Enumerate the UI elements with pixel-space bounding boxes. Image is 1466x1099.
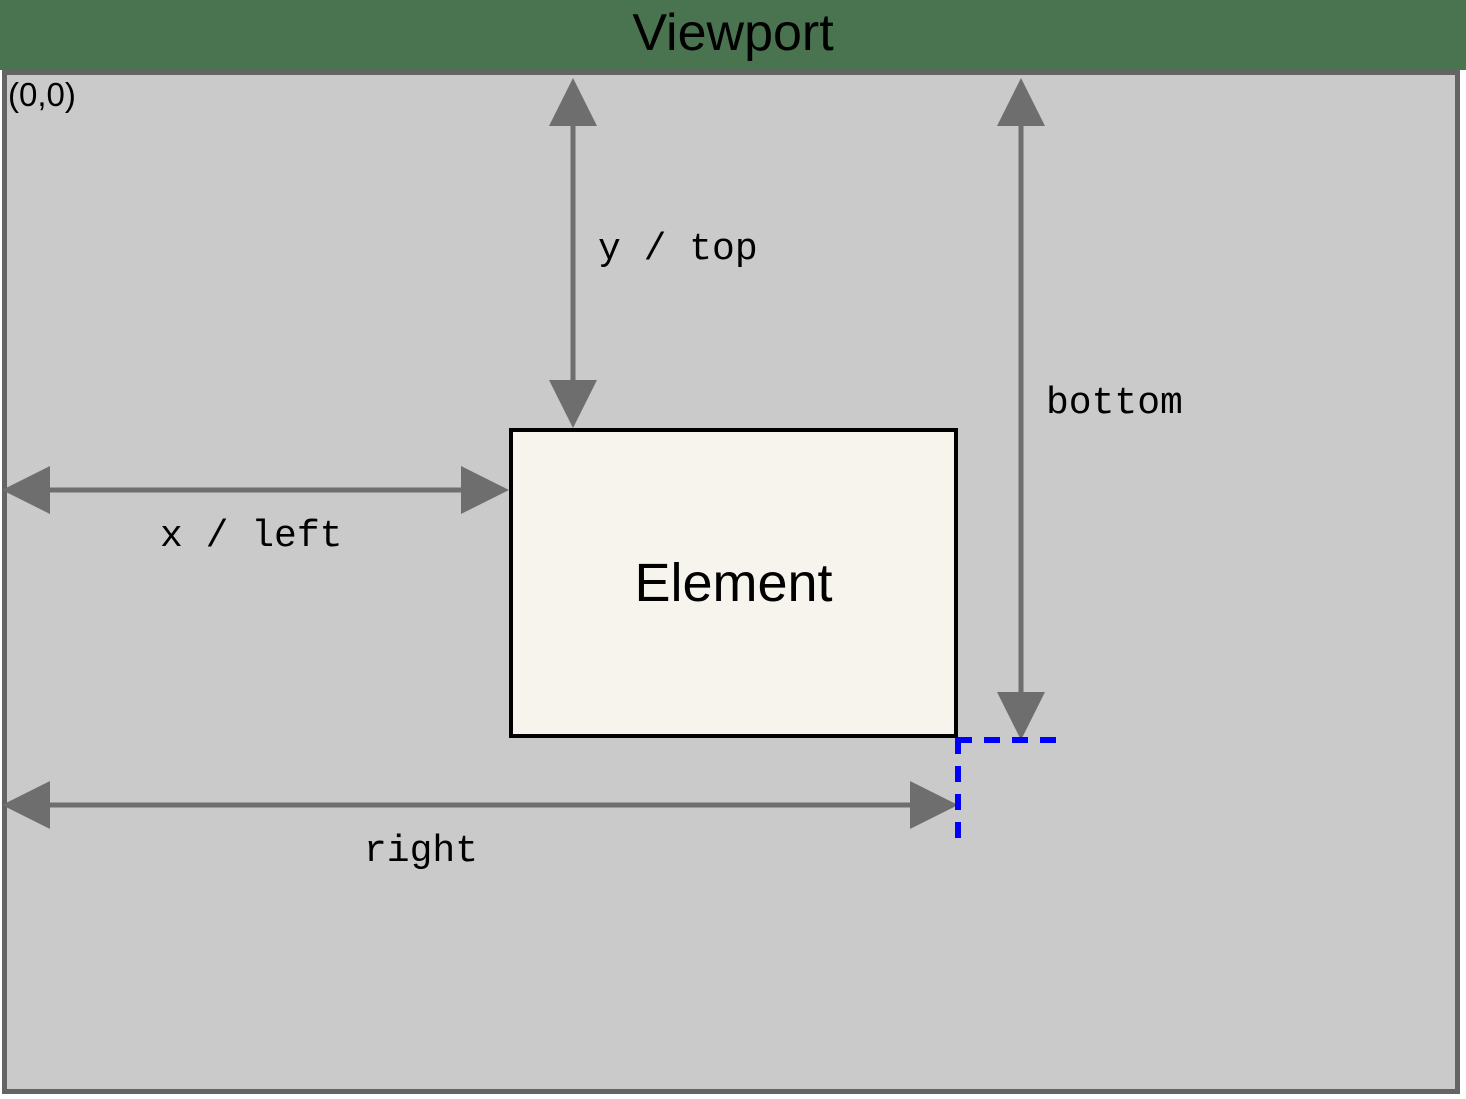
label-y-top: y / top [598,228,758,271]
viewport-title: Viewport [632,4,834,62]
viewport-header-band [0,0,1466,70]
element-label: Element [509,428,958,738]
element-rectangle [509,428,958,738]
label-right: right [364,830,479,873]
origin-coordinate-label: (0,0) [8,76,76,113]
label-x-left: x / left [160,515,343,558]
label-bottom: bottom [1046,382,1183,425]
element-label-text: Element [634,553,833,613]
